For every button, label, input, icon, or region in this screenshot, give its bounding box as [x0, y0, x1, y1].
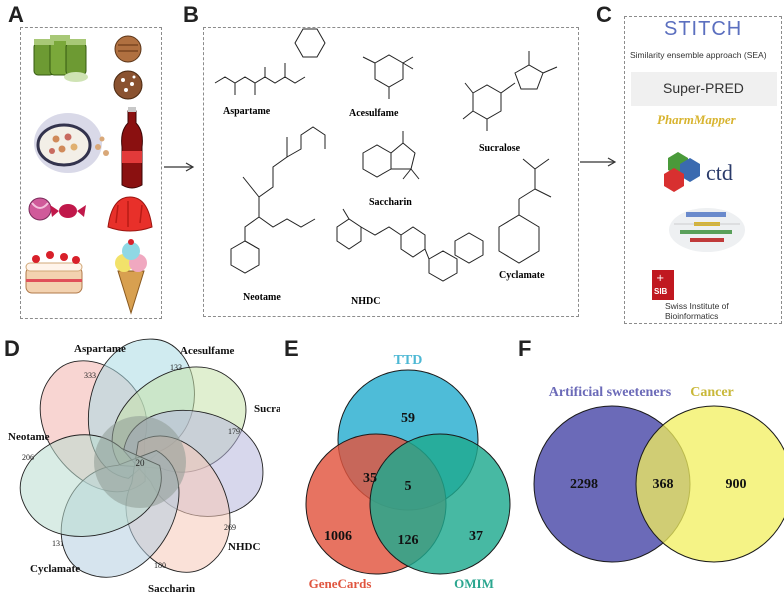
artificial-sweeteners-label: Artificial sweeteners — [549, 385, 672, 400]
acesulfame-structure — [362, 54, 414, 99]
omim-label: OMIM — [454, 576, 494, 591]
cola-bottle-icon — [121, 107, 143, 189]
cancer-only-count: 900 — [726, 477, 747, 492]
cake-icon — [25, 251, 83, 294]
omim-only-count: 37 — [469, 529, 483, 544]
ttd-label: TTD — [394, 353, 423, 368]
venn-label-cyclamate: Cyclamate — [30, 563, 80, 575]
aspartame-label: Aspartame — [223, 106, 271, 117]
ctd-label: ctd — [706, 160, 733, 185]
panel-label-c: C — [596, 2, 612, 27]
venn-unique-count-aspartame: 333 — [84, 371, 96, 380]
venn-unique-count-nhdc: 269 — [224, 523, 236, 532]
sib-name-line2: Bioinformatics — [665, 311, 719, 321]
venn-unique-count-neotame: 206 — [22, 453, 34, 462]
sucralose-label: Sucralose — [479, 143, 521, 154]
ctd-logo-icon: ctd — [664, 152, 733, 192]
ttd-genecards-count: 35 — [363, 471, 377, 486]
sib-logo-text: SIB — [654, 287, 668, 296]
panel-label-a: A — [8, 2, 24, 27]
sucralose-structure — [462, 51, 558, 131]
cereal-bowl-icon — [34, 113, 109, 173]
aspartame-structure — [214, 28, 326, 95]
chemical-structures: Aspartame Acesulfame Sucralose Saccharin… — [214, 28, 558, 307]
venn-label-acesulfame: Acesulfame — [180, 345, 234, 357]
omim-circle — [369, 433, 511, 575]
panel-label-b: B — [183, 2, 199, 27]
food-illustrations — [25, 35, 153, 315]
stitch-logo: STITCH — [664, 18, 743, 40]
seven-set-venn-diagram: 20Aspartame333Acesulfame133Sucralose179N… — [8, 338, 280, 595]
cookie-icon — [113, 35, 143, 100]
two-set-venn-diagram: Artificial sweeteners Cancer 2298 368 90… — [533, 385, 784, 563]
venn-label-sucralose: Sucralose — [254, 403, 280, 415]
venn-unique-count-cyclamate: 131 — [52, 539, 64, 548]
cyclamate-label: Cyclamate — [499, 270, 545, 281]
sib-logo-icon: SIB + — [652, 270, 674, 300]
genecards-label: GeneCards — [309, 576, 372, 591]
sib-name-line1: Swiss Institute of — [665, 301, 729, 311]
acesulfame-label: Acesulfame — [349, 108, 399, 119]
artificial-sweeteners-only-count: 2298 — [570, 477, 598, 492]
genecards-only-count: 1006 — [324, 529, 352, 544]
panel-label-d: D — [4, 336, 20, 361]
sib-name: Swiss Institute of Bioinformatics — [665, 301, 729, 321]
ttd-only-count: 59 — [401, 411, 415, 426]
venn-label-nhdc: NHDC — [228, 541, 260, 553]
panel-label-e: E — [284, 336, 299, 361]
panel-label-f: F — [518, 336, 532, 361]
neotame-structure — [230, 126, 326, 274]
arrow-b-to-c — [580, 157, 617, 167]
cancer-label: Cancer — [690, 385, 734, 400]
venn-unique-count-saccharin: 180 — [154, 561, 166, 570]
three-set-venn-diagram: TTD GeneCards OMIM 59 35 5 1006 126 37 — [305, 353, 511, 591]
food-panel-box — [20, 27, 162, 319]
jelly-icon — [107, 196, 153, 232]
venn-unique-count-acesulfame: 133 — [170, 363, 182, 372]
pharmmapper-logo: PharmMapper — [657, 112, 736, 127]
arrow-a-to-b — [164, 162, 195, 172]
cancer-circle — [635, 405, 784, 563]
candy-icon — [28, 197, 86, 221]
superpred-label: Super-PRED — [663, 80, 744, 96]
superpred-banner: Super-PRED — [631, 72, 777, 106]
venn-center-region — [94, 416, 186, 508]
pickle-jars-icon — [33, 35, 88, 82]
neotame-label: Neotame — [243, 292, 281, 303]
ice-cream-icon — [115, 239, 147, 315]
venn-label-saccharin: Saccharin — [148, 583, 195, 595]
saccharin-label: Saccharin — [369, 197, 412, 208]
nhdc-structure — [336, 208, 484, 282]
network-diagram-icon — [669, 208, 745, 252]
cyclamate-structure — [498, 158, 552, 264]
venn-label-neotame: Neotame — [8, 431, 50, 443]
overlap-count: 368 — [653, 477, 674, 492]
sea-label: Similarity ensemble approach (SEA) — [630, 50, 767, 60]
all-three-count: 5 — [405, 479, 412, 494]
structures-panel-box — [203, 27, 579, 317]
genecards-omim-count: 126 — [398, 533, 419, 548]
databases-panel-box — [624, 16, 782, 324]
venn-unique-count-sucralose: 179 — [228, 427, 240, 436]
nhdc-label: NHDC — [351, 296, 380, 307]
saccharin-structure — [362, 131, 420, 180]
venn-label-aspartame: Aspartame — [74, 343, 126, 355]
venn-center-count: 20 — [136, 458, 146, 468]
